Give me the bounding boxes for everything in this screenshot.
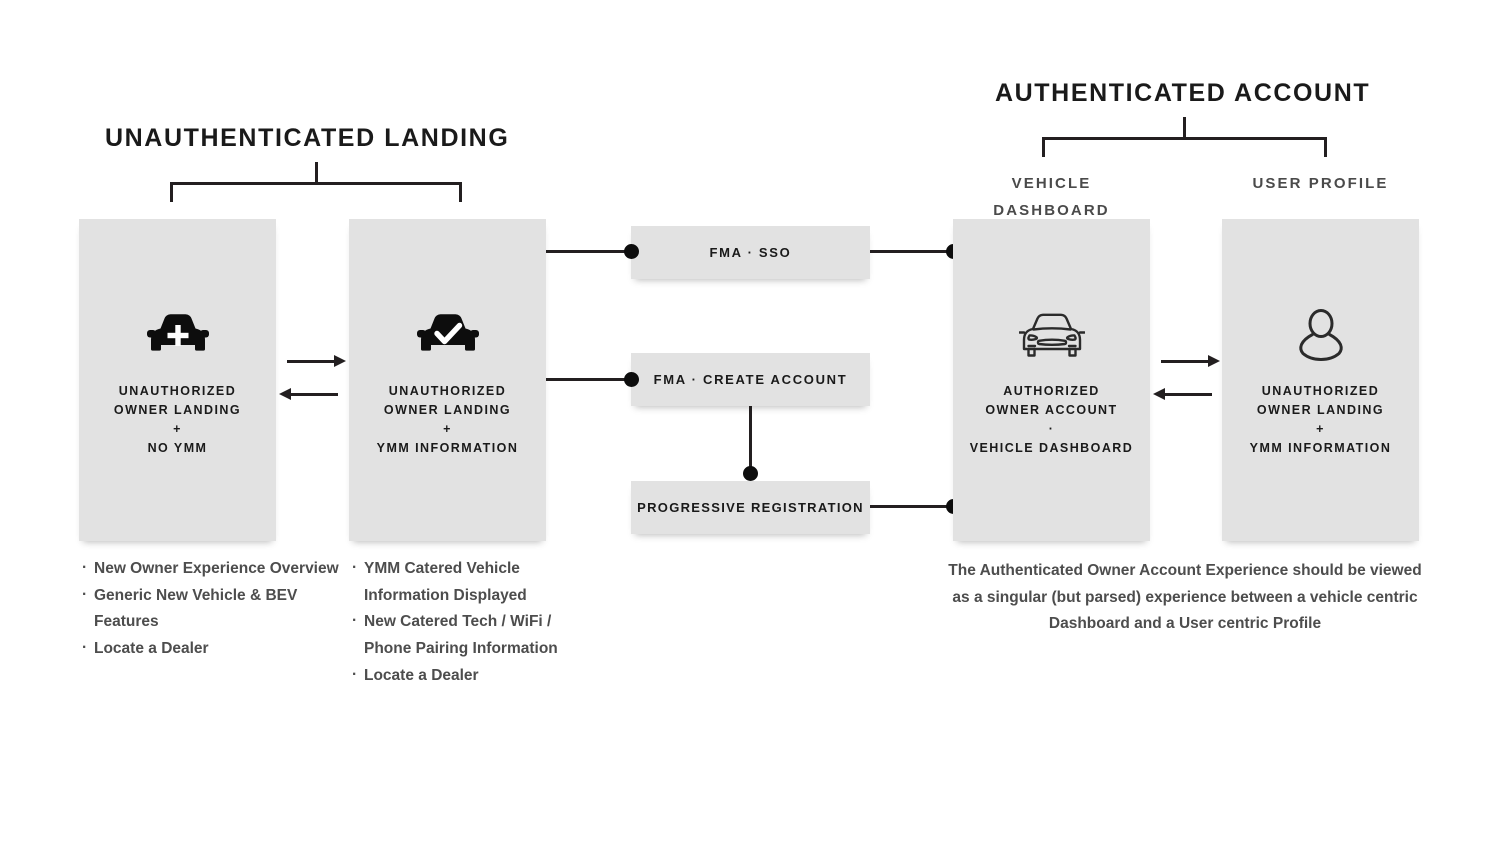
bracket-leg-right: [459, 182, 462, 202]
bracket-leg-left: [170, 182, 173, 202]
card-line-2: OWNER ACCOUNT: [985, 403, 1118, 417]
notes-ul: New Owner Experience Overview Generic Ne…: [82, 555, 342, 663]
card-separator: ·: [1048, 422, 1055, 436]
card-icon-wrapper: [79, 305, 276, 365]
card-unauthorized-ymm[interactable]: UNAUTHORIZED OWNER LANDING + YMM INFORMA…: [349, 219, 546, 541]
list-item: Generic New Vehicle & BEV Features: [82, 582, 342, 636]
card-separator: +: [443, 422, 452, 436]
arrow-ymm-to-no-ymm: [279, 388, 338, 400]
bracket-horizontal-bar: [1042, 137, 1327, 140]
card-icon-wrapper: [1222, 305, 1419, 365]
bracket-stem: [314, 162, 318, 185]
card-label-unauthorized-no-ymm: UNAUTHORIZED OWNER LANDING + NO YMM: [85, 382, 270, 458]
section-title-unauthenticated-landing: UNAUTHENTICATED LANDING: [105, 124, 510, 152]
list-item: Locate a Dealer: [82, 635, 342, 663]
card-line-3: YMM INFORMATION: [376, 440, 519, 455]
list-item: YMM Catered Vehicle Information Displaye…: [352, 555, 562, 609]
card-line-2: OWNER LANDING: [1256, 403, 1385, 417]
subsection-title-vehicle-dashboard: VEHICLE DASHBOARD: [993, 175, 1110, 219]
card-icon-wrapper: [349, 305, 546, 365]
box-fma-sso-label: FMA · SSO: [709, 245, 792, 260]
card-icon-wrapper: [953, 305, 1150, 365]
connector-dot-progressive-top: [743, 466, 758, 481]
box-progressive-registration[interactable]: PROGRESSIVE REGISTRATION: [631, 481, 870, 534]
box-fma-sso[interactable]: FMA · SSO: [631, 226, 870, 279]
list-item: New Catered Tech / WiFi / Phone Pairing …: [352, 608, 562, 662]
bracket-leg-right: [1324, 137, 1327, 157]
connector-ymm-to-sso: [546, 250, 638, 253]
card-line-2: OWNER LANDING: [113, 403, 242, 417]
card-label-user-profile: UNAUTHORIZED OWNER LANDING + YMM INFORMA…: [1228, 382, 1413, 458]
user-outline-icon: [1294, 308, 1348, 362]
card-separator: +: [173, 422, 182, 436]
bracket-authenticated: [1042, 117, 1327, 159]
card-line-1: UNAUTHORIZED: [1261, 384, 1380, 398]
subsection-title-user-profile: USER PROFILE: [1252, 175, 1389, 192]
card-line-1: AUTHORIZED: [1003, 384, 1100, 398]
card-user-profile[interactable]: UNAUTHORIZED OWNER LANDING + YMM INFORMA…: [1222, 219, 1419, 541]
car-plus-icon: [146, 312, 209, 358]
arrow-profile-to-dashboard: [1153, 388, 1212, 400]
card-line-3: NO YMM: [147, 440, 208, 455]
connector-sso-to-dashboard: [870, 250, 960, 253]
card-line-3: VEHICLE DASHBOARD: [969, 440, 1134, 455]
connector-dot-sso-left: [624, 244, 639, 259]
connector-progressive-to-dashboard: [870, 505, 960, 508]
connector-dot-create-account-left: [624, 372, 639, 387]
card-separator: +: [1316, 422, 1325, 436]
notes-ul: YMM Catered Vehicle Information Displaye…: [352, 555, 562, 690]
note-authenticated-account-description: The Authenticated Owner Account Experien…: [948, 562, 1422, 633]
bracket-unauthenticated: [170, 162, 462, 204]
notes-list-unauthorized-no-ymm: New Owner Experience Overview Generic Ne…: [82, 555, 342, 663]
card-line-1: UNAUTHORIZED: [388, 384, 507, 398]
notes-list-unauthorized-ymm: YMM Catered Vehicle Information Displaye…: [352, 555, 562, 690]
car-check-icon: [416, 312, 479, 358]
card-authorized-owner-account[interactable]: AUTHORIZED OWNER ACCOUNT · VEHICLE DASHB…: [953, 219, 1150, 541]
card-label-unauthorized-ymm: UNAUTHORIZED OWNER LANDING + YMM INFORMA…: [355, 382, 540, 458]
bracket-stem: [1183, 117, 1186, 140]
arrow-dashboard-to-profile: [1161, 355, 1220, 367]
connector-create-account-to-progressive: [749, 406, 752, 476]
bracket-leg-left: [1042, 137, 1045, 157]
box-fma-create-account[interactable]: FMA · CREATE ACCOUNT: [631, 353, 870, 406]
connector-ymm-to-create-account: [546, 378, 638, 381]
box-progressive-registration-label: PROGRESSIVE REGISTRATION: [637, 500, 864, 515]
card-unauthorized-no-ymm[interactable]: UNAUTHORIZED OWNER LANDING + NO YMM: [79, 219, 276, 541]
bracket-horizontal-bar: [170, 182, 462, 185]
card-label-authorized-owner-account: AUTHORIZED OWNER ACCOUNT · VEHICLE DASHB…: [959, 382, 1144, 458]
card-line-3: YMM INFORMATION: [1249, 440, 1392, 455]
box-fma-create-account-label: FMA · CREATE ACCOUNT: [653, 372, 848, 387]
list-item: Locate a Dealer: [352, 662, 562, 690]
section-title-authenticated-account: AUTHENTICATED ACCOUNT: [995, 79, 1371, 107]
list-item: New Owner Experience Overview: [82, 555, 342, 583]
card-line-2: OWNER LANDING: [383, 403, 512, 417]
car-outline-icon: [1018, 310, 1085, 360]
card-line-1: UNAUTHORIZED: [118, 384, 237, 398]
arrow-no-ymm-to-ymm: [287, 355, 346, 367]
